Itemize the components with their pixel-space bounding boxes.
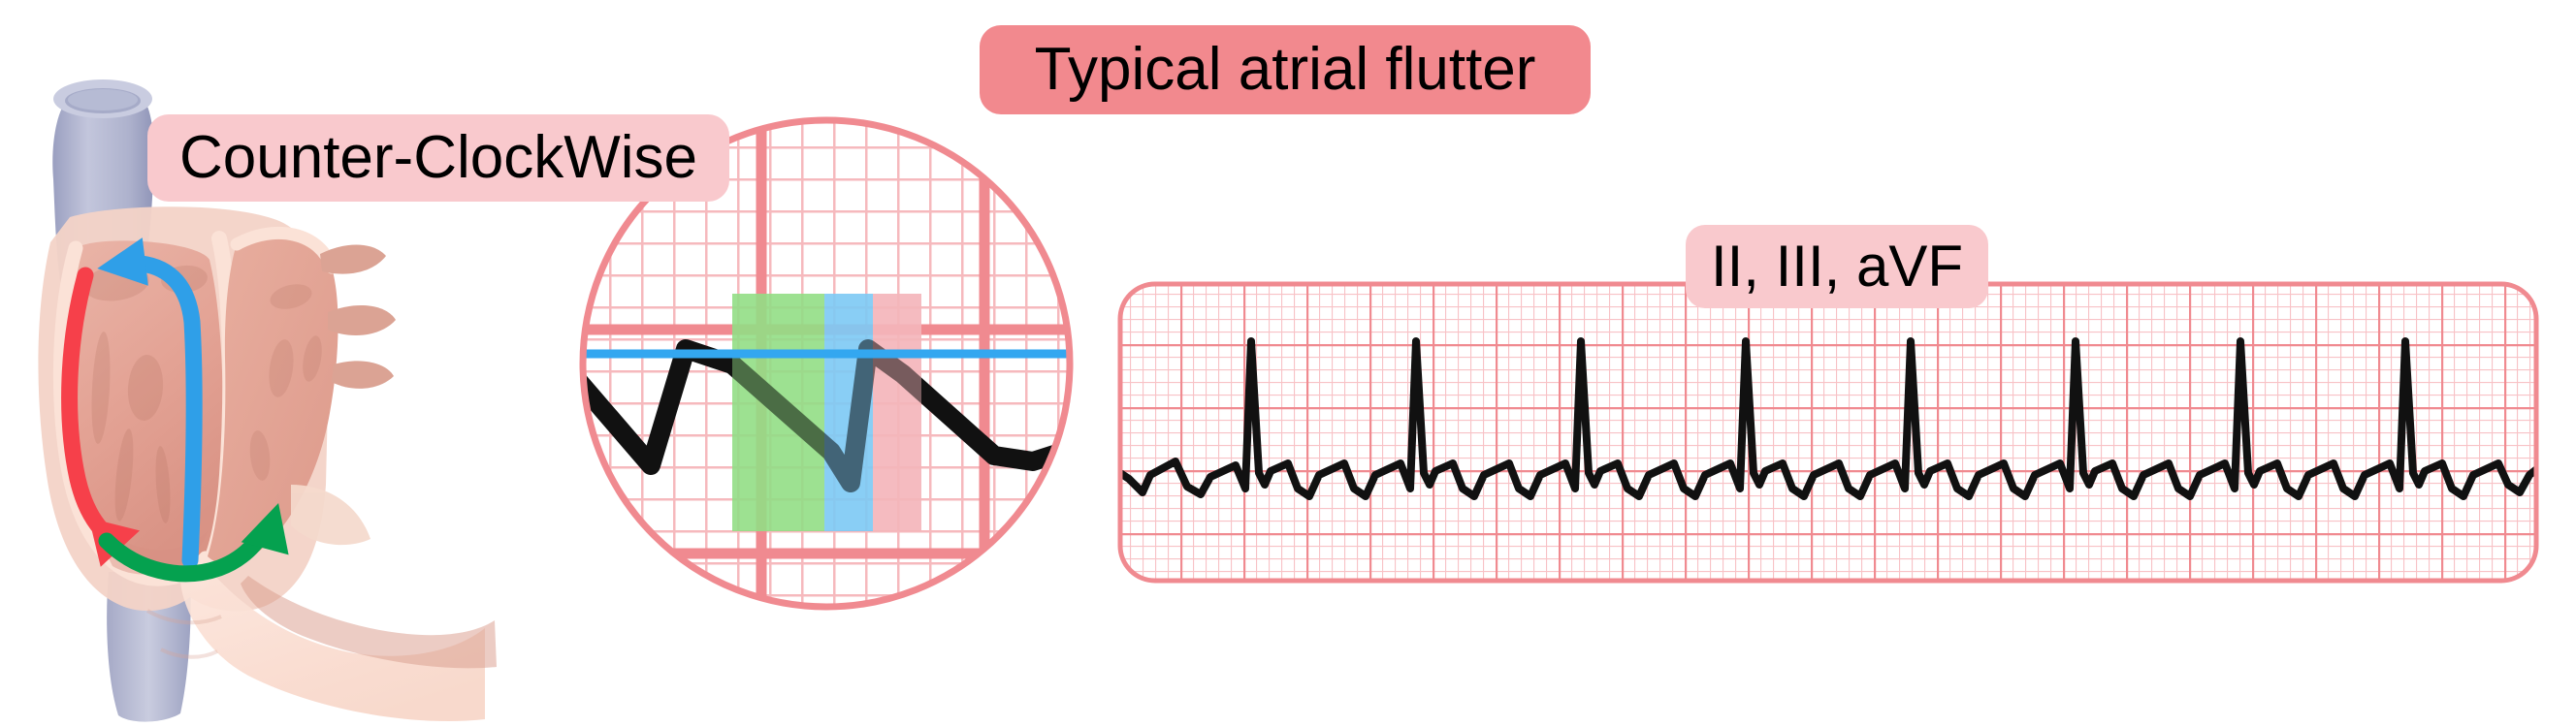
ecg-rhythm-strip (1117, 281, 2539, 584)
magnifier-ring (579, 116, 1074, 611)
blue-arrow (97, 237, 203, 569)
label-typical-atrial-flutter: Typical atrial flutter (980, 25, 1591, 114)
pulmonary-vessels (320, 244, 396, 389)
label-counter-clockwise: Counter-ClockWise (147, 114, 729, 202)
magnified-flutter-trace (583, 339, 1070, 492)
green-arrow (98, 503, 289, 583)
ecg-trace (1120, 337, 2536, 500)
ecg-paper (1120, 284, 2536, 581)
band-pink (873, 294, 921, 531)
aorta-and-great-vessels (145, 485, 497, 722)
heart-illustration (0, 68, 504, 727)
label-inferior-leads: II, III, aVF (1686, 225, 1988, 308)
flutter-wave-magnifier (577, 114, 1076, 613)
magnifier-content (583, 120, 1070, 607)
